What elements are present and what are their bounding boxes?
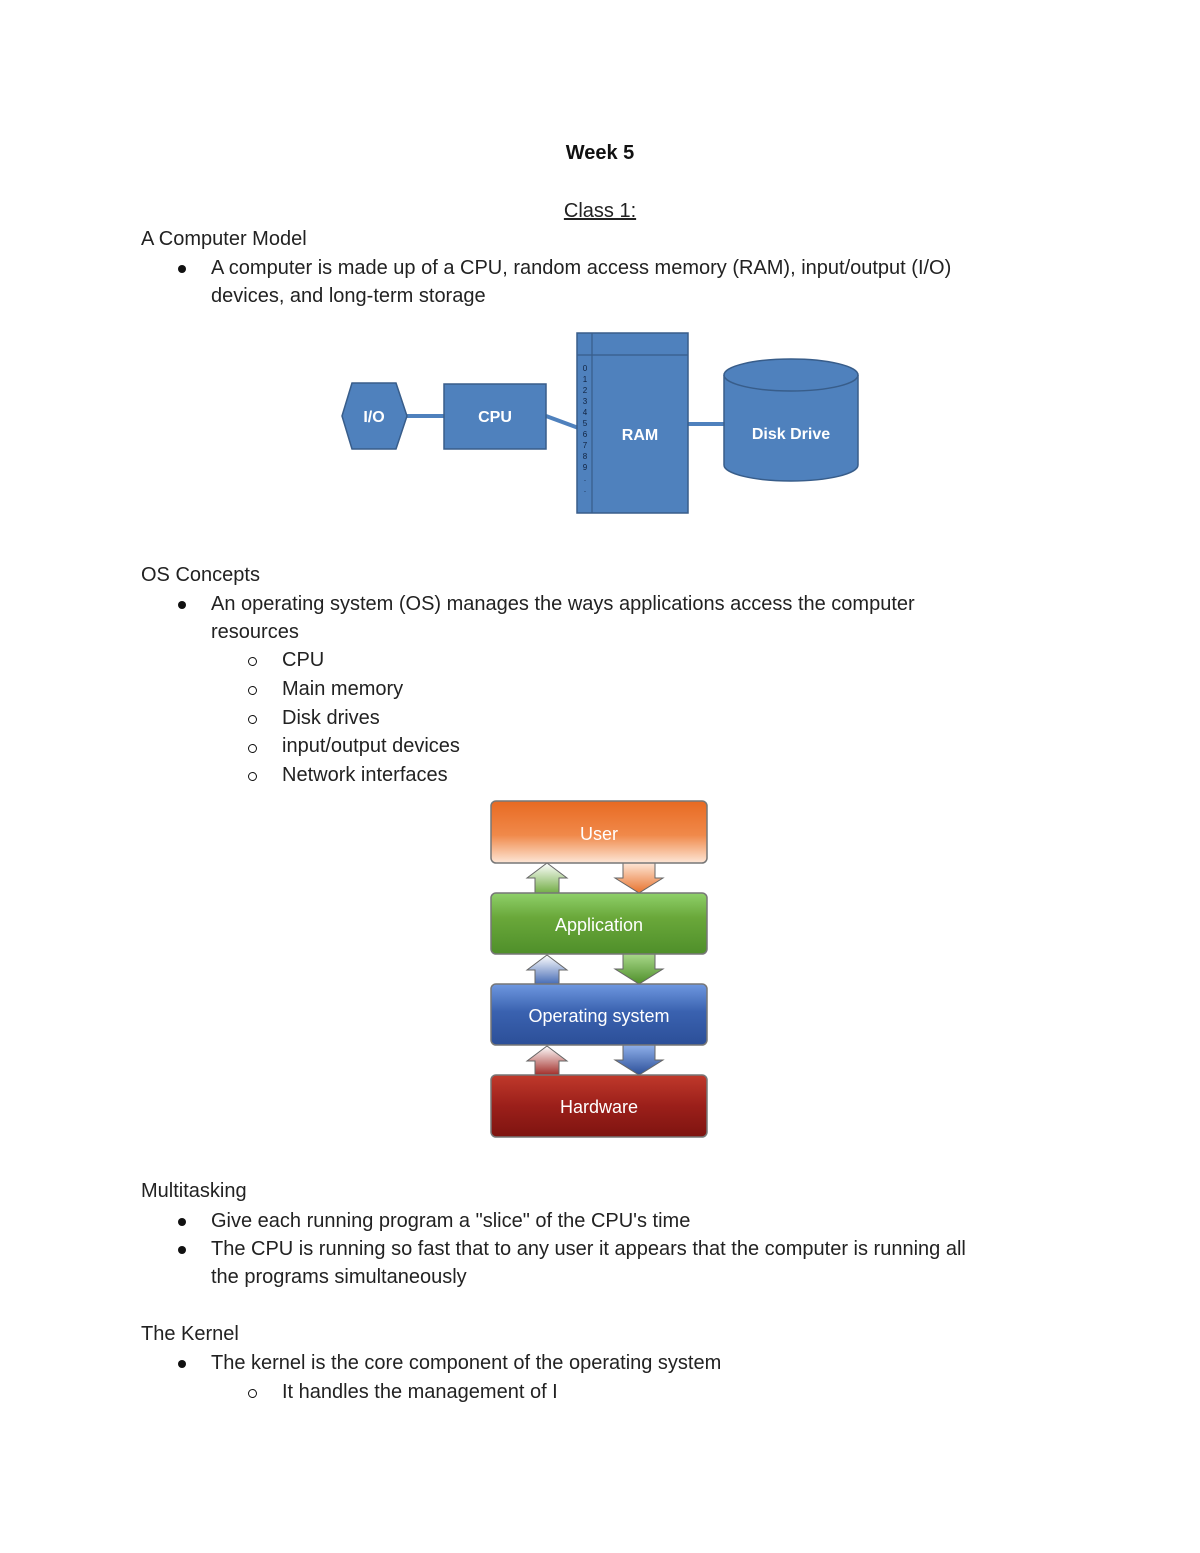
ram-address-label: .	[584, 474, 586, 483]
user-layer	[490, 800, 708, 864]
hardware-layer-label: Hardware	[560, 1097, 638, 1117]
io-label: I/O	[363, 409, 384, 426]
os-resource-item: Network interfaces	[282, 764, 448, 786]
multitasking-text-1: Give each running program a "slice" of t…	[211, 1210, 691, 1232]
multitasking-text-2: The CPU is running so fast that to any u…	[211, 1238, 966, 1260]
user-layer-label: User	[580, 824, 618, 844]
os-layers-diagram: User Application Operating system Hardwa…	[490, 800, 708, 1138]
ram-address-label: 3	[583, 397, 588, 406]
sub-bullet-circle	[248, 657, 257, 666]
page-title: Week 5	[565, 142, 635, 164]
computer-model-text-1: A computer is made up of a CPU, random a…	[211, 257, 952, 279]
hardware-layer	[490, 1074, 708, 1138]
bullet-dot	[178, 1246, 186, 1254]
sub-bullet-circle	[248, 772, 257, 781]
multitasking-text-3: the programs simultaneously	[211, 1266, 467, 1288]
os-resource-item: Disk drives	[282, 707, 380, 729]
ram-address-label: 1	[583, 375, 588, 384]
operating-system-layer	[490, 983, 708, 1046]
arrow-down-icon	[613, 1044, 665, 1076]
ram-address-label: 6	[583, 430, 588, 439]
os-resource-item: CPU	[282, 649, 325, 671]
os-resource-item: input/output devices	[282, 735, 460, 757]
kernel-heading: The Kernel	[141, 1323, 239, 1345]
arrow-down-icon	[613, 953, 665, 985]
ram-address-column: 0 1 2 3 4 5 6 7 8 9..	[583, 364, 588, 494]
kernel-text-1: The kernel is the core component of the …	[211, 1352, 722, 1374]
os-resource-item: Main memory	[282, 678, 404, 700]
ram-address-label: 7	[583, 441, 588, 450]
io-shape	[341, 382, 408, 450]
multitasking-heading: Multitasking	[141, 1180, 247, 1202]
sub-bullet-circle	[248, 715, 257, 724]
computer-model-heading: A Computer Model	[141, 228, 307, 250]
ram-address-label: 2	[583, 386, 588, 395]
computer-model-text-2: devices, and long-term storage	[211, 285, 486, 307]
computer-model-diagram: I/O CPU 0 1 2 3 4 5 6 7 8 9.. RAM Disk Drive	[341, 332, 859, 514]
cpu-label: CPU	[478, 409, 512, 426]
ram-address-label: .	[584, 485, 586, 494]
application-layer	[490, 892, 708, 955]
arrow-up-icon	[525, 1045, 569, 1078]
bullet-dot	[178, 601, 186, 609]
class-subtitle: Class 1:	[563, 200, 637, 222]
disk-cylinder-top	[723, 358, 859, 392]
os-concepts-text-2: resources	[211, 621, 299, 643]
os-concepts-text-1: An operating system (OS) manages the way…	[211, 593, 915, 615]
disk-label: Disk Drive	[752, 426, 830, 443]
ram-address-label: 4	[583, 408, 588, 417]
bullet-dot	[178, 265, 186, 273]
operating-system-layer-label: Operating system	[528, 1006, 669, 1026]
disk-cylinder-body	[723, 375, 859, 482]
bullet-dot	[178, 1360, 186, 1368]
sub-bullet-circle	[248, 1389, 257, 1398]
sub-bullet-circle	[248, 686, 257, 695]
bullet-dot	[178, 1218, 186, 1226]
os-concepts-heading: OS Concepts	[141, 564, 260, 586]
ram-label: RAM	[622, 427, 658, 444]
application-layer-label: Application	[555, 915, 643, 935]
arrow-down-icon	[613, 862, 665, 894]
arrow-up-icon	[525, 954, 569, 987]
ram-address-label: 0	[583, 364, 588, 373]
ram-address-label: 9	[583, 463, 588, 472]
ram-box	[576, 332, 689, 514]
cpu-box	[443, 383, 547, 450]
ram-address-label: 8	[583, 452, 588, 461]
arrow-up-icon	[525, 862, 569, 896]
ram-address-label: 5	[583, 419, 588, 428]
sub-bullet-circle	[248, 744, 257, 753]
kernel-text-2: It handles the management of I	[282, 1381, 558, 1403]
